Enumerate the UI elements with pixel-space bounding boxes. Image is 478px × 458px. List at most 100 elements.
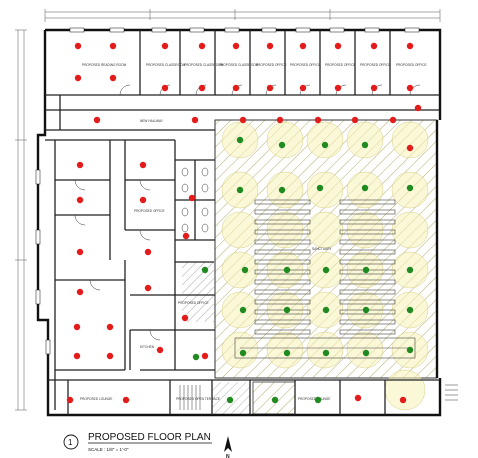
room-label: PROPOSED CLASSROOM [146,63,186,67]
fixture-dot [316,184,324,192]
restroom-fixtures [181,167,209,233]
fixture-dot [76,248,84,256]
fixture-dot [232,42,240,50]
fixture-dot [139,196,147,204]
room-labels: PROPOSED READING ROOM PROPOSED CLASSROOM… [80,63,427,401]
terrace-hatch [182,262,214,322]
fixture-dot [322,266,330,274]
fixture-dot [122,396,130,404]
fixture-dot [106,323,114,331]
fixture-dot [226,396,234,404]
room-label: PROPOSED OFFICE [360,63,391,67]
fixture-dot [266,84,274,92]
fixture-dot [201,266,209,274]
room-label: PROPOSED OFFICE [290,63,321,67]
fixture-dot [198,84,206,92]
fixture-dot [73,323,81,331]
fixture-dot [266,42,274,50]
fixture-dot [299,84,307,92]
fixture-dot [406,306,414,314]
fixture-dot [239,306,247,314]
room-label: PROPOSED OFFICE [325,63,356,67]
room-label: PROPOSED LOUNGE [298,397,330,401]
fixture-dot [278,141,286,149]
fixture-dot [283,349,291,357]
fixture-dot [144,284,152,292]
fixture-dot [191,116,199,124]
fixture-dot [362,306,370,314]
fixture-dot [106,352,114,360]
fixture-dot [283,306,291,314]
room-label: PROPOSED OFFICE [396,63,427,67]
fixture-dot [406,84,414,92]
room-label: KITCHEN [140,345,155,349]
fixture-dot [362,266,370,274]
fixture-dot [406,184,414,192]
fixture-dot [351,116,359,124]
fixture-dot [181,314,189,322]
fixture-dot [399,396,407,404]
fixture-dot [276,116,284,124]
room-label: PROPOSED OFFICE [134,209,165,213]
fixture-dot [76,196,84,204]
room-label: PROPOSED OFFICE [178,301,209,305]
title-block: 1 PROPOSED FLOOR PLAN SCALE : 1/8" = 1'-… [63,432,232,458]
proposed-fixtures [192,136,414,404]
fixture-dot [188,194,196,202]
fixture-dot [76,288,84,296]
windows [35,27,420,355]
drawing-number: 1 [68,438,73,447]
fixture-dot [236,186,244,194]
fixture-dot [109,42,117,50]
fixture-dot [144,248,152,256]
fixture-dot [182,232,190,240]
room-label: PROPOSED READING ROOM [82,63,127,67]
north-label: N [226,454,230,458]
fixture-dot [370,84,378,92]
fixture-dot [161,42,169,50]
fixture-dot [66,396,74,404]
fixture-dot [406,144,414,152]
fixture-dot [299,42,307,50]
room-label: PROPOSED OFFICE [256,63,287,67]
room-label: PROPOSED OPEN TERRACE [176,397,220,401]
existing-fixtures [66,42,422,404]
fixture-dot [278,186,286,194]
light-spread-circles [221,121,429,411]
fixture-dot [109,74,117,82]
fixture-dot [334,84,342,92]
fixture-dot [236,136,244,144]
fixture-dot [139,161,147,169]
dimension-lines [15,9,441,411]
fixture-dot [361,141,369,149]
fixture-dot [361,184,369,192]
fixture-dot [93,116,101,124]
fixture-dot [322,349,330,357]
drawing-title: PROPOSED FLOOR PLAN [88,432,211,443]
drawing-scale: SCALE : 1/8" = 1'-0" [88,447,129,452]
fixture-dot [156,346,164,354]
room-label: PROPOSED LOUNGE [80,397,112,401]
fixture-dot [334,42,342,50]
fixture-dot [362,349,370,357]
interior-walls [45,30,440,415]
fixture-dot [198,42,206,50]
fixture-dot [406,42,414,50]
room-label: NEW HALLWAY [140,119,164,123]
fixture-dot [370,42,378,50]
fixture-dot [232,84,240,92]
drawing-number-circle [63,434,79,450]
fixture-dot [283,266,291,274]
fixture-dot [74,74,82,82]
fixture-dot [74,42,82,50]
fixture-dot [241,266,249,274]
fixture-dot [389,116,397,124]
fixture-dot [201,352,209,360]
fixture-dot [414,104,422,112]
fixture-dot [321,141,329,149]
room-label: PROPOSED CLASSROOM [219,63,259,67]
fixture-dot [73,352,81,360]
fixture-dot [271,396,279,404]
fixture-dot [192,353,200,361]
